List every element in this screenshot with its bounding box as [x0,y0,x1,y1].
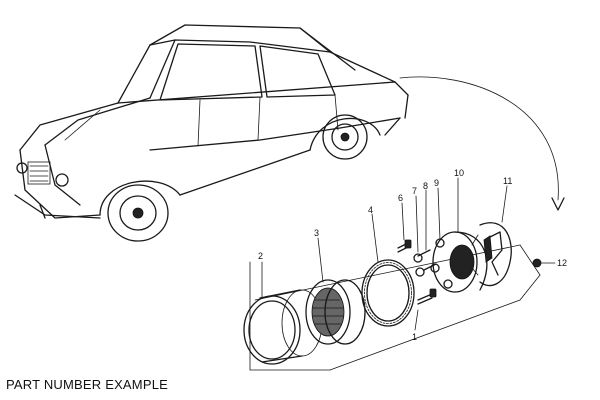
callout-10: 10 [454,168,464,178]
part-2-rim [243,289,323,365]
callout-11: 11 [503,176,512,186]
part-11-rear-cover [471,222,512,287]
callout-7: 7 [412,186,417,196]
caption-label: PART NUMBER EXAMPLE [6,377,169,392]
part-4-seal-ring [361,259,415,327]
callout-4: 4 [368,205,373,215]
part-3-lens [305,279,366,345]
parts-6-7-8-screws [397,239,437,305]
part-10-housing [430,231,488,293]
callout-9: 9 [434,178,439,188]
callout-6: 6 [398,193,403,203]
part-12-nut [532,258,542,268]
parts-assembly [243,177,556,371]
callout-12: 12 [557,258,567,268]
callout-8: 8 [423,181,428,191]
callout-2: 2 [258,251,263,261]
callout-1: 1 [412,332,417,342]
pointer-arrow [399,76,565,211]
callout-3: 3 [314,228,319,238]
car-illustration [14,24,409,242]
